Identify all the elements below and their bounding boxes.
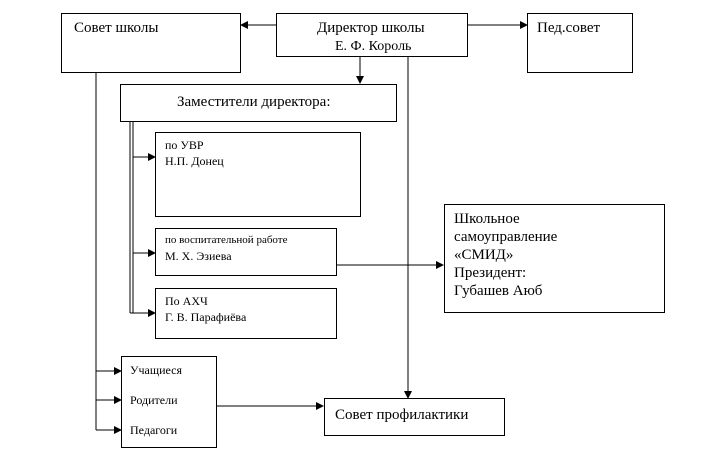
self-government-box: Школьное самоуправление «СМИД» Президент…	[444, 204, 665, 313]
deputy-akh-area: По АХЧ	[165, 294, 208, 308]
deputy-uvr-box: по УВР Н.П. Донец	[155, 132, 361, 217]
deputy-uvr-area: по УВР	[165, 138, 204, 152]
self-government-text: Школьное самоуправление «СМИД» Президент…	[454, 210, 557, 300]
director-box: Директор школы Е. Ф. Король	[276, 13, 468, 57]
participants-box: Учащиеся Родители Педагоги	[121, 356, 217, 448]
self-government-line2: самоуправление	[454, 229, 558, 245]
director-name: Е. Ф. Король	[335, 39, 412, 54]
participants-parents: Родители	[130, 393, 178, 407]
school-council-label: Совет школы	[74, 20, 159, 36]
deputy-upbringing-area: по воспитательной работе	[165, 234, 288, 246]
prevention-council-box: Совет профилактики	[324, 398, 505, 436]
deputies-box: Заместители директора:	[120, 84, 397, 122]
deputies-label: Заместители директора:	[177, 94, 331, 110]
deputy-uvr-name: Н.П. Донец	[165, 154, 224, 168]
prevention-council-label: Совет профилактики	[335, 407, 469, 423]
self-government-line5: Губашев Аюб	[454, 283, 543, 299]
participants-students: Учащиеся	[130, 363, 182, 377]
school-council-box: Совет школы	[61, 13, 241, 73]
deputy-upbringing-box: по воспитательной работе М. Х. Эзиева	[155, 228, 337, 276]
deputy-akh-name: Г. В. Парафиёва	[165, 310, 247, 324]
ped-council-label: Пед.совет	[537, 20, 601, 36]
self-government-line4: Президент:	[454, 265, 527, 281]
deputy-akh-box: По АХЧ Г. В. Парафиёва	[155, 288, 337, 339]
self-government-line1: Школьное	[454, 211, 520, 227]
participants-teachers: Педагоги	[130, 423, 178, 437]
ped-council-box: Пед.совет	[527, 13, 633, 73]
deputy-upbringing-name: М. Х. Эзиева	[165, 249, 232, 263]
self-government-line3: «СМИД»	[454, 247, 514, 263]
director-title: Директор школы	[317, 20, 425, 36]
